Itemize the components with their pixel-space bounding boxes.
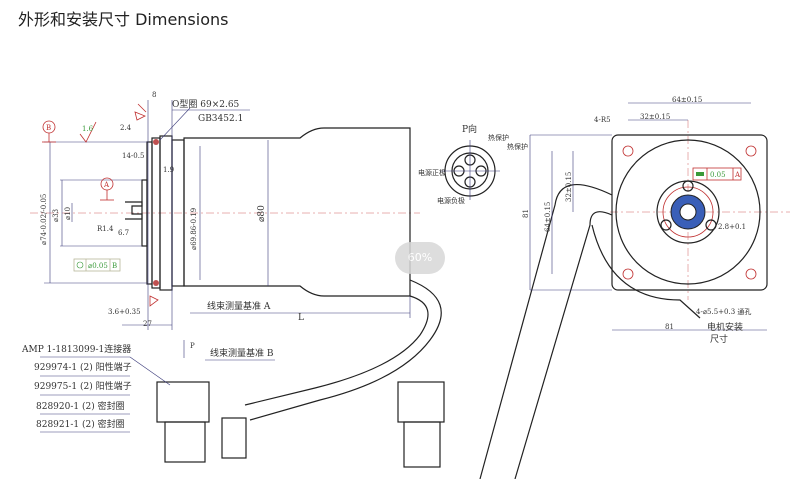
dim-2-4: 2.4 <box>120 124 132 132</box>
part-connector: AMP 1-1813099-1连接器 <box>21 343 131 355</box>
motor-body <box>183 127 411 297</box>
datum-a: A <box>103 181 110 189</box>
part-seal-2: 828921-1 (2) 密封圈 <box>36 418 125 430</box>
dim-64-left: 64±0.15 <box>544 202 552 232</box>
dim-3-6: 3.6+0.35 <box>108 308 141 316</box>
pin-label-power-negative: 电源负极 <box>437 196 465 205</box>
harness-ref-b: 线束测量基准 B <box>210 347 274 359</box>
dim-32-left: 32±0.15 <box>565 172 573 202</box>
dim-8: 8 <box>152 91 156 99</box>
corner-radius: 4-R5 <box>594 116 611 124</box>
dim-69-86: ⌀69.86-0.19 <box>190 208 198 250</box>
dim-10: ⌀10 <box>64 207 72 220</box>
pin-label-thermal-2: 热保护 <box>507 142 528 151</box>
dim-2-8: 2.8+0.1 <box>718 223 746 231</box>
oring-std-label: GB3452.1 <box>198 114 243 124</box>
tolerance-value-front: 0.05 <box>710 171 726 179</box>
tolerance-value: ⌀0.05 <box>88 262 108 270</box>
pin-label-thermal-1: 热保护 <box>488 133 509 142</box>
dim-32-top: 32±0.15 <box>640 113 670 121</box>
part-terminal-1: 929974-1 (2) 阳性端子 <box>34 361 132 373</box>
dim-80: ⌀80 <box>257 205 267 222</box>
shaft <box>125 201 143 220</box>
dim-81-left: 81 <box>522 209 530 218</box>
part-terminal-2: 929975-1 (2) 阳性端子 <box>34 380 132 392</box>
dim-33: ⌀33 <box>52 209 60 222</box>
page-title: 外形和安装尺寸 Dimensions <box>18 10 229 29</box>
dim-64-top: 64±0.15 <box>672 96 702 104</box>
mount-label-2: 尺寸 <box>710 333 728 345</box>
dim-L: L <box>298 313 304 323</box>
mount-label-1: 电机安装 <box>707 321 743 333</box>
cable-side <box>156 279 442 463</box>
dim-1-9: 1.9 <box>163 166 174 174</box>
pin-label-power-positive: 电源正极 <box>418 168 446 177</box>
flange-square <box>611 134 768 291</box>
datum-b: B <box>46 124 51 132</box>
connector-p-view: P向 热保护 热保护 电源正极 电源负极 <box>418 123 528 205</box>
connector-body-2 <box>397 381 445 423</box>
dim-6-7: 6.7 <box>118 229 129 237</box>
dim-r1-4: R1.4 <box>97 225 114 233</box>
connector-body <box>156 381 210 423</box>
motor-side-view: 8 O型圈 69×2.65 GB3452.1 2.4 B A 1.6 14-0.… <box>30 91 420 361</box>
motor-front-view: 64±0.15 32±0.15 4-R5 81 64±0.15 32±0.15 … <box>397 96 790 479</box>
tolerance-ref-front: A <box>734 171 741 179</box>
dim-14: 14-0.5 <box>122 152 144 160</box>
connector-elbow <box>164 421 206 463</box>
mount-holes-label: 4-⌀5.5+0.3 通孔 <box>696 307 751 316</box>
p-arrow-label: P <box>190 342 195 350</box>
dim-81-bottom: 81 <box>665 323 674 331</box>
p-view-title: P向 <box>462 123 477 135</box>
part-seal-1: 828920-1 (2) 密封圈 <box>36 400 125 412</box>
zoom-level-badge: 60% <box>395 242 445 274</box>
dim-27: 27 <box>143 320 152 328</box>
oring-label: O型圈 69×2.65 <box>172 99 240 110</box>
harness-ref-a: 线束测量基准 A <box>207 300 271 312</box>
dim-74: ⌀74-0.02/-0.05 <box>40 194 48 245</box>
roughness-label: 1.6 <box>82 125 94 133</box>
tolerance-ref: B <box>112 262 117 270</box>
parts-list: AMP 1-1813099-1连接器 929974-1 (2) 阳性端子 929… <box>21 343 171 433</box>
